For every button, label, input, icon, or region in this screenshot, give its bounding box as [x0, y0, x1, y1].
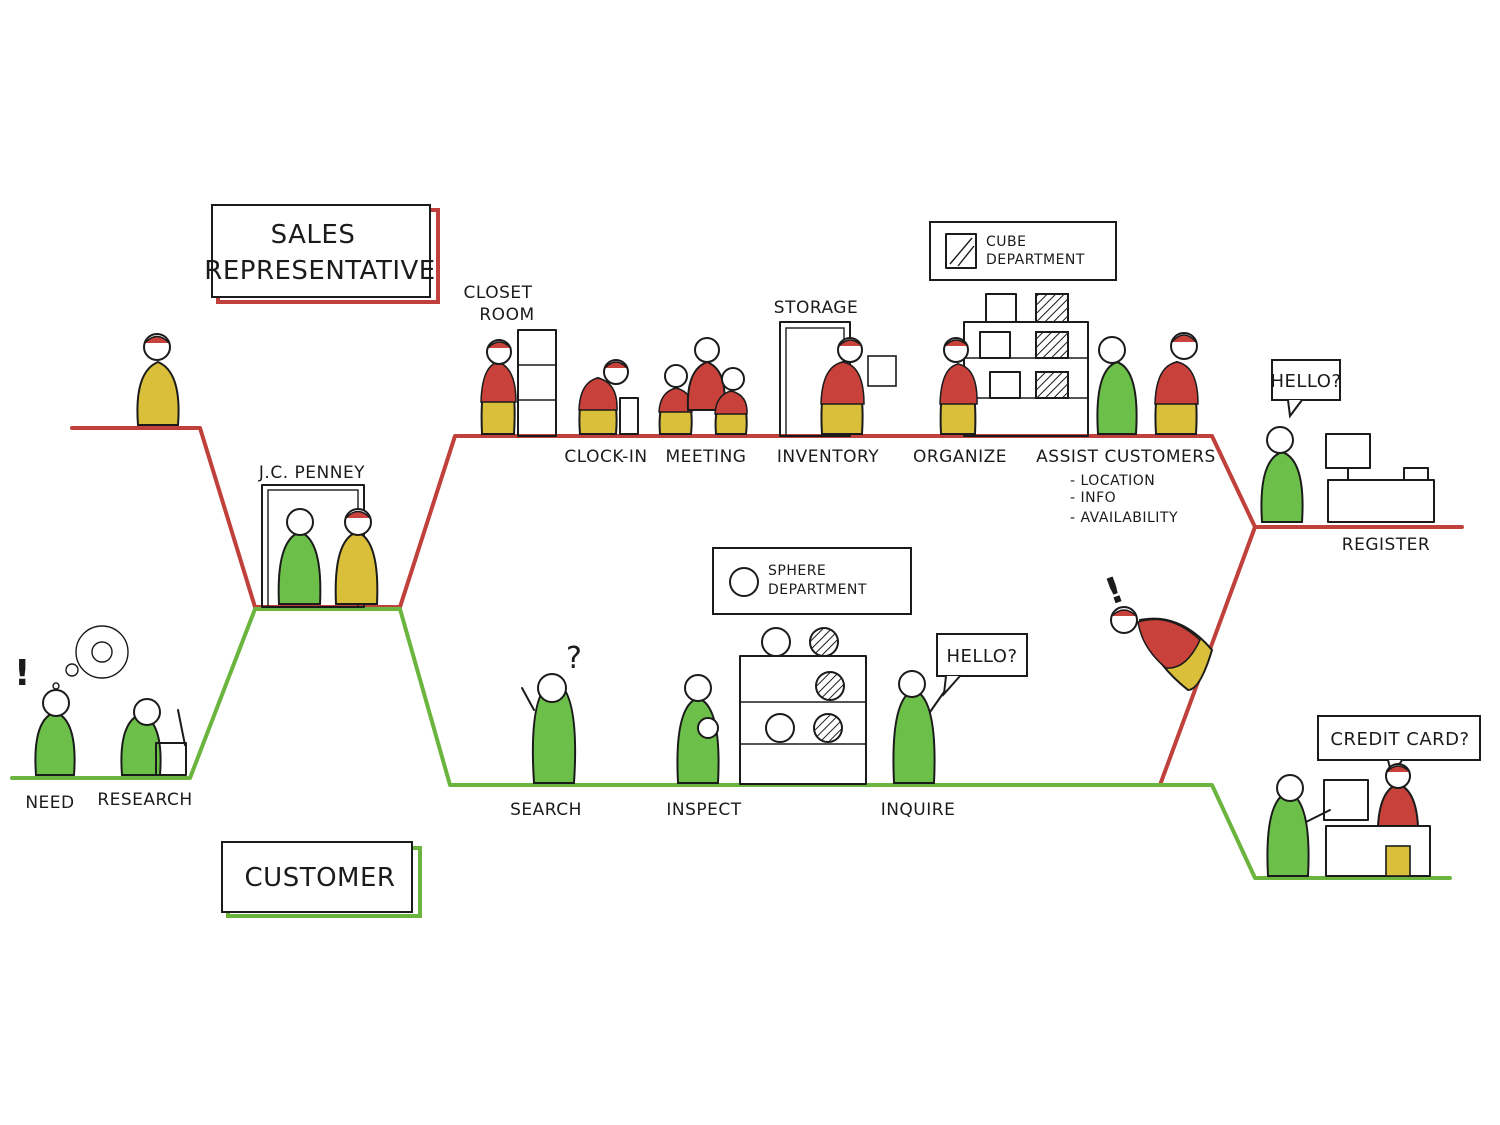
closet-room: CLOSET ROOM [463, 283, 557, 437]
step-assist-customers-label: ASSIST CUSTOMERS [1036, 447, 1216, 467]
rep-meeting-group [658, 337, 748, 435]
jc-penney-sign: J.C. PENNEY [258, 463, 365, 483]
search-question-glyph: ? [566, 641, 582, 676]
checkout-counter [1325, 825, 1431, 877]
sphere-dept-icon [729, 567, 759, 597]
cube-dept-line2: DEPARTMENT [986, 252, 1085, 268]
checkout-monitor [1323, 779, 1369, 821]
rep-rushing-figure: ! [1100, 569, 1214, 692]
sphere-icon [91, 641, 113, 663]
need-exclaim-glyph: ! [14, 653, 31, 694]
legend-customer-label: CUSTOMER [245, 863, 396, 893]
step-research-label: RESEARCH [97, 790, 192, 810]
legend-sales-representative: SALES REPRESENTATIVE [204, 204, 440, 304]
legend-sales-line1: SALES [271, 220, 356, 250]
credit-card-bubble [1317, 715, 1481, 761]
sphere-dept-line1: SPHERE [768, 563, 826, 579]
customer-path [10, 607, 1452, 880]
customer-inspect-figure [676, 674, 720, 784]
step-search-label: SEARCH [510, 800, 582, 820]
step-inquire-label: INQUIRE [881, 800, 956, 820]
hello-bubble-inquire [936, 633, 1028, 677]
step-meeting-label: MEETING [666, 447, 747, 467]
rep-assist-customers-pair [1096, 332, 1199, 435]
legend-customer: CUSTOMER [221, 841, 422, 918]
computer-desk [155, 742, 187, 776]
hello-bubble-register [1271, 359, 1341, 401]
customer-inquire-figure: HELLO? [892, 633, 1028, 784]
register-monitor [1325, 433, 1371, 469]
assist-detail-info: - INFO [1070, 490, 1116, 506]
customer-search-figure: ? [521, 641, 582, 784]
cube-department: CUBE DEPARTMENT [929, 221, 1117, 437]
inquire-hello-text: HELLO? [946, 646, 1017, 667]
sphere-dept-line2: DEPARTMENT [768, 582, 867, 598]
register-hello-text: HELLO? [1270, 371, 1341, 392]
thought-bubble [75, 625, 129, 679]
closet-room-line1: CLOSET [463, 283, 532, 303]
legend-sales-line2: REPRESENTATIVE [204, 256, 435, 286]
cube-dept-line1: CUBE [986, 234, 1026, 250]
closet-room-line2: ROOM [479, 305, 534, 325]
customer-need-figure: ! [14, 625, 129, 776]
cube-icon [945, 233, 977, 269]
step-inventory-label: INVENTORY [777, 447, 879, 467]
time-clock [619, 397, 639, 435]
credit-card-text: CREDIT CARD? [1330, 729, 1469, 750]
register-waiting-scene: HELLO? [1260, 359, 1435, 523]
storage-room: STORAGE [774, 298, 897, 437]
storage-sign: STORAGE [774, 298, 858, 318]
step-clock-in-label: CLOCK-IN [564, 447, 647, 467]
step-register-label: REGISTER [1342, 535, 1430, 555]
checkout-scene: CREDIT CARD? [1266, 715, 1481, 877]
clipboard [867, 355, 897, 387]
rep-waiting-figure [136, 333, 180, 426]
assist-detail-availability: - AVAILABILITY [1070, 510, 1178, 526]
customer-research-figure [120, 698, 187, 776]
assist-detail-location: - LOCATION [1070, 473, 1155, 489]
step-inspect-label: INSPECT [666, 800, 741, 820]
sphere-department: SPHERE DEPARTMENT [712, 547, 912, 785]
rep-clock-in-figure [578, 359, 639, 435]
register-counter [1327, 479, 1435, 523]
jc-penney-entrance: J.C. PENNEY [258, 463, 379, 608]
step-organize-label: ORGANIZE [913, 447, 1007, 467]
step-need-label: NEED [25, 793, 74, 813]
